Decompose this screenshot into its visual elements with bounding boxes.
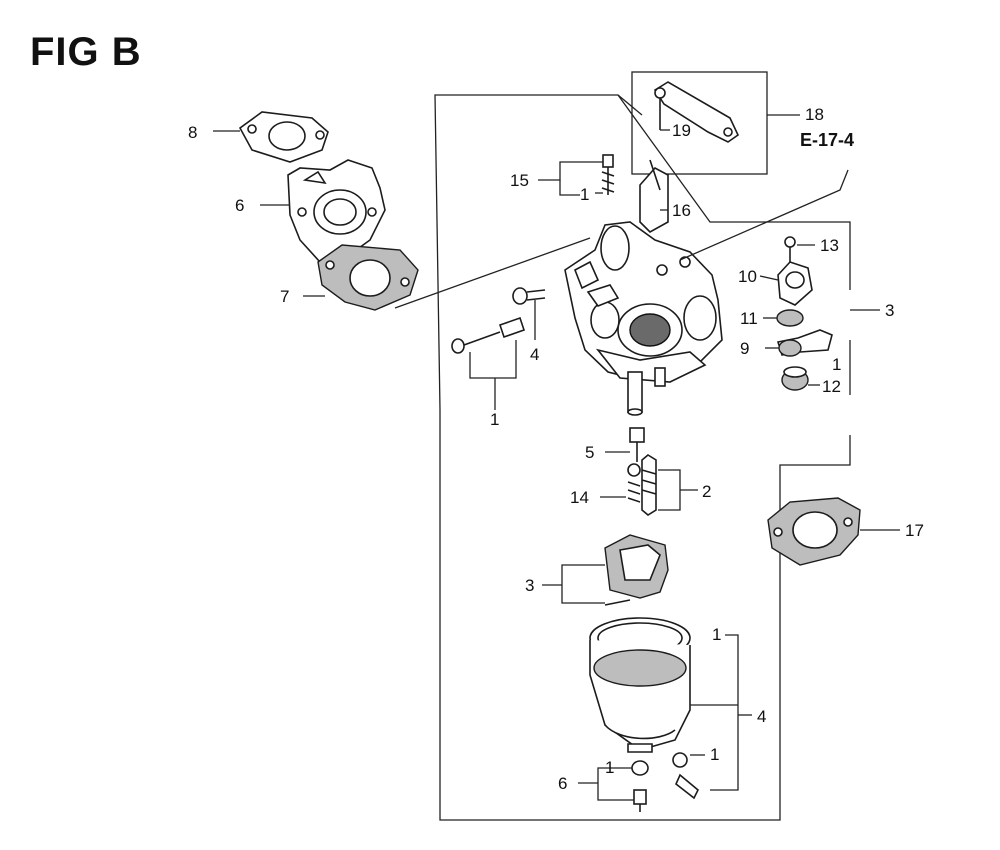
- part-8-screw: [512, 287, 546, 305]
- callout-4: 4: [757, 707, 766, 726]
- part-5-pilot-screw: [451, 316, 526, 354]
- callout-18: 14: [570, 488, 589, 507]
- part-18-spring: [627, 463, 641, 503]
- part-13-valve: [776, 329, 833, 357]
- callout-1-drain: 1: [710, 745, 719, 764]
- part-2-nozzle: [641, 454, 657, 516]
- callout-1-bowl: 1: [712, 625, 721, 644]
- callout-10: 6: [235, 196, 244, 215]
- part-20-choke-shaft: [639, 159, 669, 233]
- callout-23: 19: [672, 121, 691, 140]
- callout-22: 18: [805, 105, 824, 124]
- part-10-insulator: [287, 159, 386, 263]
- part-6-drain-screw: [631, 752, 699, 812]
- callout-20: 16: [672, 201, 691, 220]
- callout-1-screw: 1: [580, 185, 589, 204]
- part-9-main-jet: [629, 427, 645, 462]
- callout-12: 8: [188, 123, 197, 142]
- callout-15: 11: [740, 309, 758, 328]
- carburetor-body: [564, 221, 723, 416]
- callout-1-screw-6: 1: [605, 758, 614, 777]
- callout-21: 17: [905, 521, 924, 540]
- part-22-choke-lever: [653, 81, 740, 143]
- callout-1-valve: 1: [832, 355, 841, 374]
- callout-9: 5: [585, 443, 594, 462]
- callout-6: 6: [558, 774, 567, 793]
- callout-2: 2: [702, 482, 711, 501]
- reference-e-17-4: E-17-4: [800, 130, 854, 150]
- leader-lines: [213, 114, 900, 801]
- callout-13: 9: [740, 339, 749, 358]
- part-12-gasket: [238, 111, 329, 163]
- callout-3: 3: [525, 576, 534, 595]
- callout-11: 7: [280, 287, 289, 306]
- callout-7: 3: [885, 301, 894, 320]
- callout-16: 12: [822, 377, 841, 396]
- part-3-float: [604, 534, 669, 606]
- part-4-float-bowl: [589, 617, 691, 753]
- callout-14: 10: [738, 267, 757, 286]
- part-14-float-chamber-cap: [777, 261, 813, 306]
- callout-8: 4: [530, 345, 539, 364]
- part-19-screw: [601, 154, 615, 195]
- part-21-gasket: [767, 497, 861, 566]
- assembly-boundary-lines: [434, 71, 851, 821]
- part-16-cap: [781, 366, 809, 391]
- callout-labels: 8 6 7 18 19 E-17-4 15 1 16 13 10 3 11 9 …: [188, 105, 924, 793]
- part-11-gasket: [317, 244, 419, 311]
- part-15-washer: [776, 309, 804, 327]
- callout-17: 13: [820, 236, 839, 255]
- part-17-screw: [784, 236, 796, 262]
- figure-title: FIG B: [30, 30, 142, 74]
- callout-5: 1: [490, 410, 499, 429]
- callout-19: 15: [510, 171, 529, 190]
